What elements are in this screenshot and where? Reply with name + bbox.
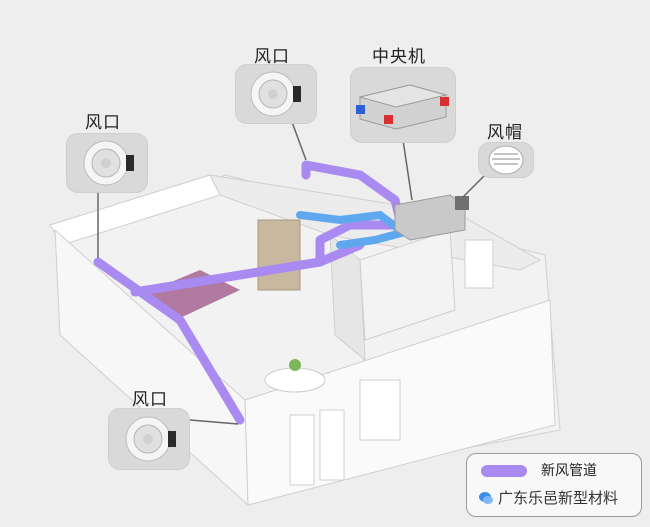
vent-callout-left: [66, 133, 148, 193]
vent-label-bottom: 风口: [132, 390, 168, 410]
duct-blue-2: [336, 228, 409, 249]
watermark: 广东乐邑新型材料: [478, 487, 618, 508]
vent-icon: [83, 140, 134, 186]
window-front-3: [359, 379, 401, 441]
chat-bubble-icon: [479, 491, 493, 504]
vent-label-left: 风口: [85, 113, 121, 133]
bookshelf: [257, 219, 301, 291]
duct-legend-swatch: [481, 465, 527, 477]
vent-callout-top: [235, 64, 317, 124]
hood-icon: [488, 145, 524, 175]
dining-table: [264, 367, 326, 393]
hood-duct: [455, 196, 469, 210]
hood-callout: [478, 142, 534, 178]
watermark-text: 广东乐邑新型材料: [498, 489, 619, 507]
vent-label-top: 风口: [254, 47, 290, 67]
legend: 新风管道: [466, 453, 642, 517]
bathroom-wall: [359, 229, 456, 341]
central-unit: [394, 194, 466, 241]
vent-icon: [250, 71, 301, 117]
hood-label: 风帽: [487, 123, 523, 143]
vent-callout-bottom: [108, 408, 190, 470]
vent-icon: [125, 416, 176, 462]
central-unit-label: 中央机: [372, 47, 426, 67]
plant: [289, 359, 301, 371]
window-front-2: [319, 409, 345, 481]
duct-legend-label: 新风管道: [541, 463, 597, 479]
window-front-1: [289, 414, 315, 486]
central-unit-icon: [356, 84, 449, 130]
duct-main: [93, 257, 245, 425]
exhaust-ducts: [296, 210, 409, 249]
duct-to-unit: [315, 220, 405, 267]
central-unit-callout: [350, 67, 456, 143]
duct-blue-1: [296, 210, 404, 234]
window-right: [464, 239, 494, 289]
